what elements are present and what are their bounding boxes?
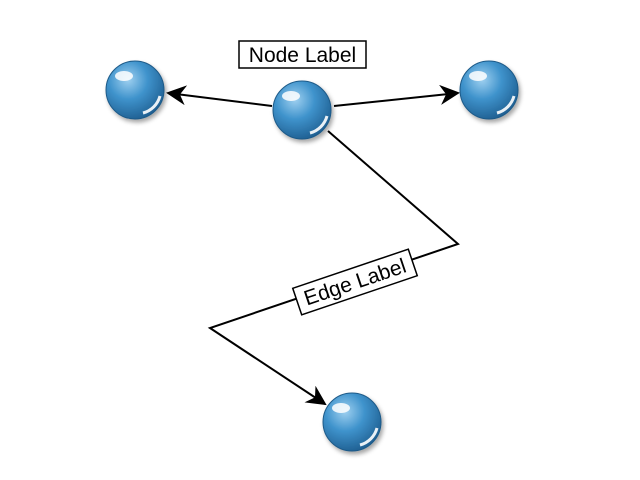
node-right[interactable] bbox=[459, 60, 519, 120]
edge-center-to-right[interactable] bbox=[333, 84, 460, 107]
node-center[interactable] bbox=[272, 80, 332, 140]
edge-center-to-left[interactable] bbox=[166, 85, 273, 107]
node-label-text: Node Label bbox=[249, 44, 356, 67]
node-bottom[interactable] bbox=[322, 392, 382, 452]
node-label-box[interactable]: Node Label bbox=[238, 40, 367, 69]
node-left[interactable] bbox=[105, 60, 165, 120]
edge-center-to-bottom[interactable] bbox=[207, 130, 460, 406]
edge-label-box[interactable]: Edge Label bbox=[291, 248, 419, 316]
